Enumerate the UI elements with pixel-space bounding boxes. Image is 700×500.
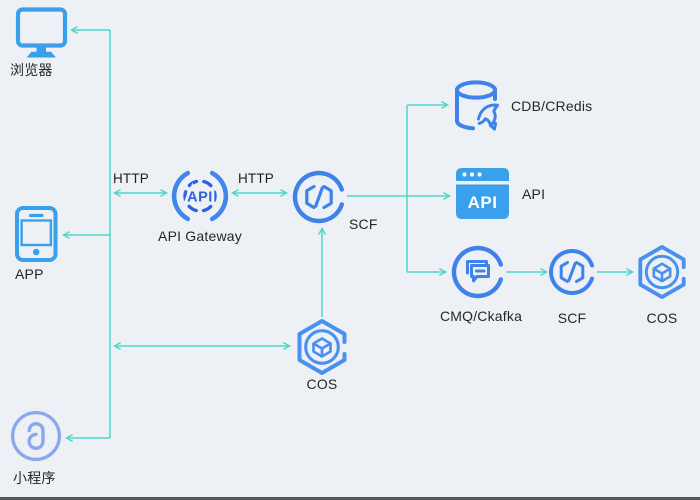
api-gateway-badge-text: API xyxy=(187,190,213,206)
api-badge-text: API xyxy=(468,193,498,212)
cos-main-icon xyxy=(294,319,350,375)
miniprogram-label: 小程序 xyxy=(13,470,56,486)
cos-main-label: COS xyxy=(306,376,338,392)
cmq-icon xyxy=(450,244,506,300)
http-label-client: HTTP xyxy=(112,171,150,186)
scf-main-label: SCF xyxy=(349,216,378,232)
cmq-label: CMQ/Ckafka xyxy=(439,308,523,324)
cdb-icon xyxy=(452,78,510,138)
browser-icon xyxy=(12,5,70,63)
api-gateway-glyph-icon: API xyxy=(171,170,229,222)
scf-function-icon xyxy=(549,249,594,295)
app-label: APP xyxy=(15,266,44,282)
scf-right-icon xyxy=(547,247,597,297)
cos-right-icon xyxy=(635,245,689,299)
miniprogram-icon xyxy=(9,409,63,463)
api-gateway-icon: API xyxy=(169,165,231,227)
monitor-icon xyxy=(15,7,68,58)
api-gateway-label: API Gateway xyxy=(158,228,242,244)
api-label: API xyxy=(522,186,546,202)
scf-right-label: SCF xyxy=(557,310,587,326)
app-icon xyxy=(13,205,59,263)
message-queue-icon xyxy=(451,245,503,299)
scf-main-icon xyxy=(291,169,347,225)
browser-label: 浏览器 xyxy=(10,62,53,78)
smartphone-icon xyxy=(15,206,58,262)
database-dolphin-icon xyxy=(455,80,499,131)
miniprogram-logo-icon xyxy=(10,410,62,462)
cos-bucket-icon xyxy=(297,319,347,375)
http-label-scf: HTTP xyxy=(237,171,275,186)
bottom-edge xyxy=(0,497,700,500)
cos-bucket-icon xyxy=(638,245,686,299)
api-window-icon: API xyxy=(454,166,511,221)
scf-function-icon xyxy=(292,170,344,224)
api-browser-icon: API xyxy=(456,168,509,219)
cos-right-label: COS xyxy=(646,310,678,326)
cdb-label: CDB/CRedis xyxy=(511,98,593,114)
